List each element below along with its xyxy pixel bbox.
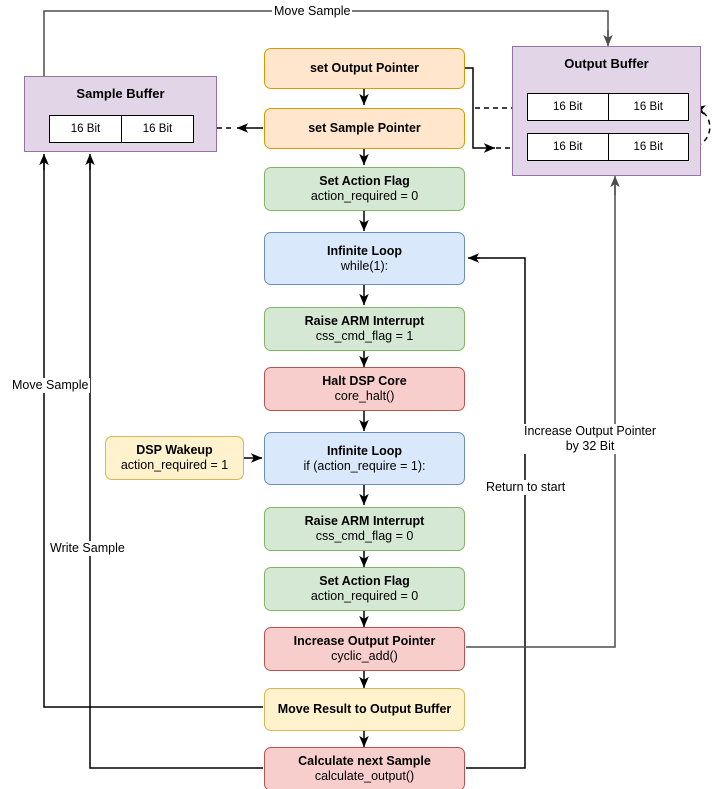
edge-label-increase-output-pointer-32bit: Increase Output Pointer by 32 Bit bbox=[522, 424, 659, 454]
node-subtitle: calculate_output() bbox=[314, 769, 415, 783]
node-title: Halt DSP Core bbox=[322, 374, 407, 388]
node-subtitle: if (action_require = 1): bbox=[303, 458, 426, 473]
output-buffer-row: 16 Bit 16 Bit bbox=[527, 93, 689, 121]
node-increase-output-pointer[interactable]: Increase Output Pointer cyclic_add() bbox=[264, 627, 465, 671]
node-calculate-next-sample[interactable]: Calculate next Sample calculate_output() bbox=[264, 747, 465, 789]
edge-label-return-to-start: Return to start bbox=[484, 480, 568, 495]
edge-label-write-sample: Write Sample bbox=[48, 541, 127, 556]
sample-buffer-cell: 16 Bit bbox=[50, 116, 121, 142]
node-subtitle: css_cmd_flag = 0 bbox=[315, 529, 414, 543]
node-move-result-to-output-buffer[interactable]: Move Result to Output Buffer bbox=[264, 688, 465, 731]
node-title: Raise ARM Interrupt bbox=[304, 514, 425, 528]
node-raise-arm-interrupt-1[interactable]: Raise ARM Interrupt css_cmd_flag = 1 bbox=[264, 307, 465, 351]
output-buffer-cell: 16 Bit bbox=[528, 134, 608, 160]
node-title: Raise ARM Interrupt bbox=[304, 314, 425, 328]
edge-outptr-to-outputbuffer-route bbox=[465, 67, 486, 149]
node-subtitle: core_halt() bbox=[334, 389, 395, 403]
edge-label-move-sample-left: Move Sample bbox=[10, 378, 91, 393]
node-infinite-loop-if[interactable]: Infinite Loop if (action_require = 1): bbox=[264, 432, 465, 485]
edge-calc-to-samplebuffer-route bbox=[89, 160, 263, 769]
sample-buffer-title: Sample Buffer bbox=[76, 86, 165, 101]
output-buffer-row: 16 Bit 16 Bit bbox=[527, 133, 689, 161]
edge-output-buffer-cyclic-wrap bbox=[687, 105, 711, 149]
output-buffer-cell: 16 Bit bbox=[607, 94, 688, 120]
edge-return-to-start-route bbox=[466, 257, 526, 769]
node-set-action-flag-top[interactable]: Set Action Flag action_required = 0 bbox=[264, 167, 465, 211]
edge-moveresult-to-samplebuffer-route bbox=[43, 160, 263, 708]
node-subtitle: cyclic_add() bbox=[331, 649, 398, 663]
edge-label-move-sample-top: Move Sample bbox=[272, 4, 353, 19]
node-subtitle: css_cmd_flag = 1 bbox=[315, 329, 414, 343]
output-buffer[interactable]: Output Buffer 16 Bit 16 Bit 16 Bit 16 Bi… bbox=[512, 46, 701, 176]
node-subtitle: while(1): bbox=[340, 258, 389, 273]
node-title: set Output Pointer bbox=[309, 61, 420, 75]
node-title: Set Action Flag bbox=[319, 574, 410, 588]
sample-buffer[interactable]: Sample Buffer 16 Bit 16 Bit bbox=[24, 76, 217, 152]
node-halt-dsp-core[interactable]: Halt DSP Core core_halt() bbox=[264, 367, 465, 411]
node-title: Set Action Flag bbox=[319, 174, 410, 188]
node-set-output-pointer[interactable]: set Output Pointer bbox=[264, 48, 465, 89]
output-buffer-cell: 16 Bit bbox=[528, 94, 608, 120]
output-buffer-title: Output Buffer bbox=[564, 56, 649, 71]
node-title: Calculate next Sample bbox=[298, 754, 431, 768]
node-title: Increase Output Pointer bbox=[293, 634, 436, 648]
node-title: set Sample Pointer bbox=[308, 121, 421, 135]
node-set-sample-pointer[interactable]: set Sample Pointer bbox=[264, 108, 465, 149]
sample-buffer-row: 16 Bit 16 Bit bbox=[49, 115, 194, 143]
node-set-action-flag-bottom[interactable]: Set Action Flag action_required = 0 bbox=[264, 567, 465, 611]
node-title: DSP Wakeup bbox=[136, 443, 213, 457]
sample-buffer-cell: 16 Bit bbox=[121, 116, 193, 142]
node-dsp-wakeup[interactable]: DSP Wakeup action_required = 1 bbox=[105, 436, 244, 480]
output-buffer-cell: 16 Bit bbox=[607, 134, 688, 160]
node-subtitle: action_required = 1 bbox=[120, 458, 229, 472]
node-infinite-loop-while[interactable]: Infinite Loop while(1): bbox=[264, 232, 465, 285]
node-title: Infinite Loop bbox=[327, 443, 402, 458]
node-title: Move Result to Output Buffer bbox=[277, 702, 452, 716]
node-raise-arm-interrupt-0[interactable]: Raise ARM Interrupt css_cmd_flag = 0 bbox=[264, 507, 465, 551]
node-title: Infinite Loop bbox=[327, 243, 402, 258]
node-subtitle: action_required = 0 bbox=[310, 589, 419, 603]
node-subtitle: action_required = 0 bbox=[310, 189, 419, 203]
edge-incptr-to-outputbuffer-route bbox=[466, 185, 616, 648]
